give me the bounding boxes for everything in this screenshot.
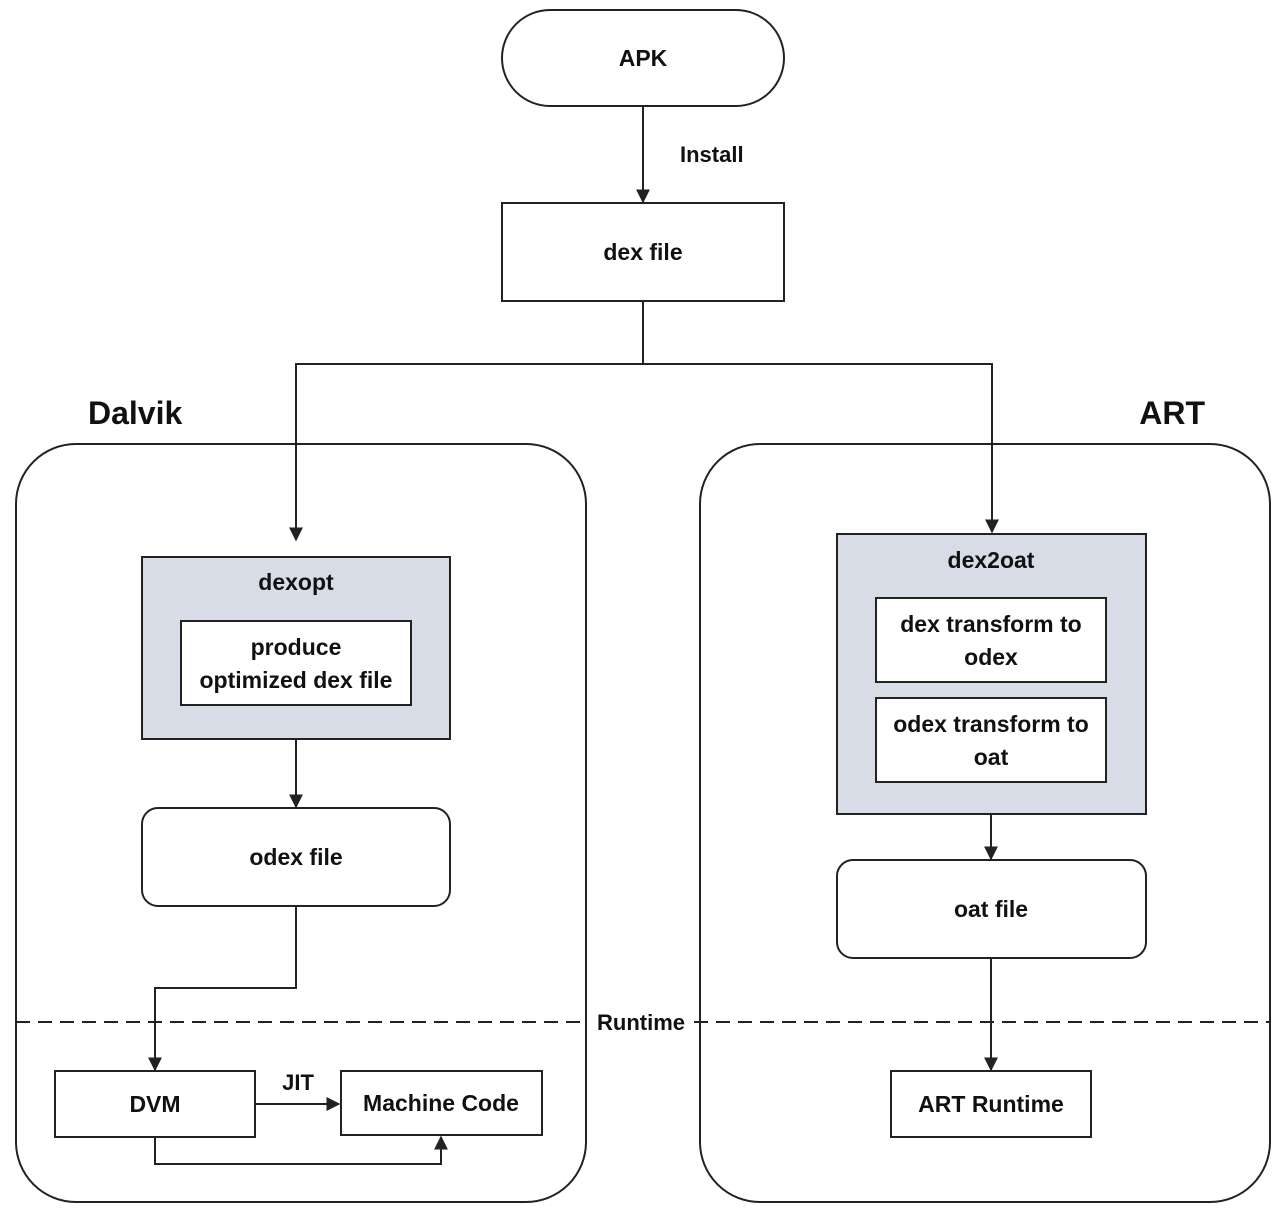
- machine-code-label: Machine Code: [363, 1090, 519, 1116]
- dvm-to-machine-code-bottom-arrow: [154, 1135, 448, 1165]
- dex-transform-node: [875, 597, 1107, 683]
- produce-node: [180, 620, 412, 706]
- apk-label: APK: [619, 45, 668, 71]
- dalvik-title: Dalvik: [88, 395, 182, 431]
- art-runtime-label: ART Runtime: [918, 1091, 1064, 1117]
- split-connector: [289, 301, 644, 542]
- dex-transform-label-line1: dex transform to: [900, 611, 1081, 637]
- art-title: ART: [1139, 395, 1205, 431]
- produce-label-line2: optimized dex file: [200, 667, 393, 693]
- dvm-label: DVM: [129, 1091, 180, 1117]
- oat-file-label: oat file: [954, 896, 1028, 922]
- odex-transform-label-line1: odex transform to: [893, 711, 1089, 737]
- machine-code-node: [340, 1070, 543, 1136]
- odex-transform-node: [875, 697, 1107, 783]
- odex-file-label: odex file: [249, 844, 342, 870]
- odex-transform-label-line2: oat: [974, 744, 1009, 770]
- art-runtime-node: [890, 1070, 1092, 1138]
- dex-file-label: dex file: [603, 239, 682, 265]
- split-connector-right: [643, 363, 999, 534]
- produce-label-line1: produce: [251, 634, 342, 660]
- jit-label: JIT: [282, 1070, 314, 1095]
- install-label: Install: [680, 142, 744, 167]
- odex-to-dvm-arrow: [148, 906, 297, 1072]
- dexopt-label: dexopt: [258, 569, 334, 595]
- dex-transform-label-line2: odex: [964, 644, 1018, 670]
- dex-file-node: [501, 202, 785, 302]
- runtime-label: Runtime: [597, 1010, 685, 1035]
- dex2oat-label: dex2oat: [948, 547, 1035, 573]
